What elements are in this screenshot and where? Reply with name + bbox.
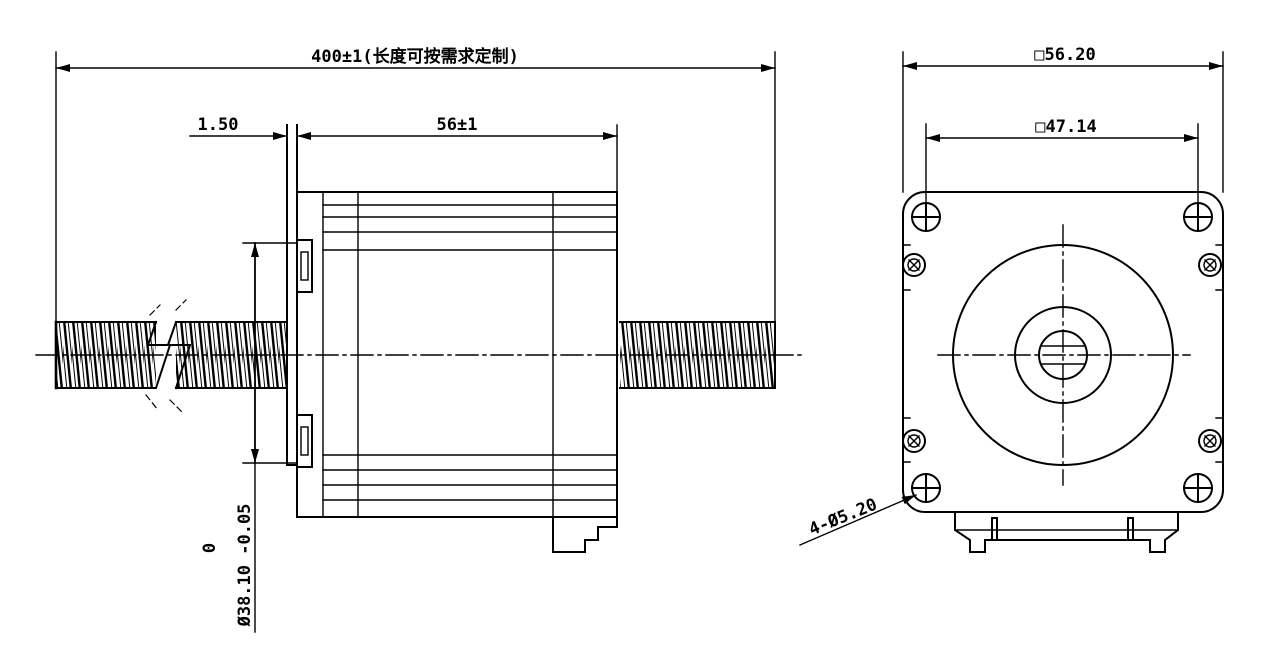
- dim-motor-length: 56±1: [296, 115, 618, 193]
- front-frame: [902, 191, 1224, 513]
- front-connector: [954, 511, 1179, 553]
- mount-hole-bottom-left: [911, 473, 941, 503]
- dim-boss-diameter: 0 Ø38.10 -0.05: [200, 242, 298, 633]
- boss-diameter-lower-label: Ø38.10 -0.05: [235, 504, 255, 628]
- shaft-collar: [1014, 306, 1112, 404]
- screw-right-upper: [1198, 253, 1222, 277]
- motor-body: [296, 191, 618, 553]
- boss-diameter-upper-label: 0: [200, 543, 220, 553]
- dim-mount-holes: 4-Ø5.20: [799, 494, 917, 546]
- dim-flange-thickness: 1.50: [189, 115, 298, 141]
- dim-hole-spacing: □47.14: [925, 117, 1199, 204]
- mount-hole-top-left: [911, 202, 941, 232]
- shaft-circle: [1038, 330, 1088, 380]
- screw-right-lower: [1198, 429, 1222, 453]
- lead-screw-left: [54, 299, 287, 413]
- dim-total-length: 400±1(长度可按需求定制): [55, 46, 776, 323]
- flange-thickness-label: 1.50: [198, 115, 239, 135]
- motor-length-label: 56±1: [437, 115, 478, 135]
- screw-left-upper: [902, 253, 926, 277]
- total-length-label: 400±1(长度可按需求定制): [311, 46, 519, 67]
- boss-circle: [952, 244, 1174, 466]
- mount-hole-top-right: [1183, 202, 1213, 232]
- side-view: 400±1(长度可按需求定制) 1.50 56±1 0 Ø38.10 -0.05: [35, 46, 806, 633]
- frame-size-label: □56.20: [1034, 45, 1095, 65]
- flange-plate: [286, 124, 298, 466]
- hole-spacing-label: □47.14: [1035, 117, 1096, 137]
- screw-left-lower: [902, 429, 926, 453]
- mount-hole-bottom-right: [1183, 473, 1213, 503]
- mount-holes-label: 4-Ø5.20: [806, 495, 880, 540]
- front-view: □56.20 □47.14 4-Ø5.20: [799, 45, 1224, 553]
- dim-frame-size: □56.20: [902, 45, 1224, 193]
